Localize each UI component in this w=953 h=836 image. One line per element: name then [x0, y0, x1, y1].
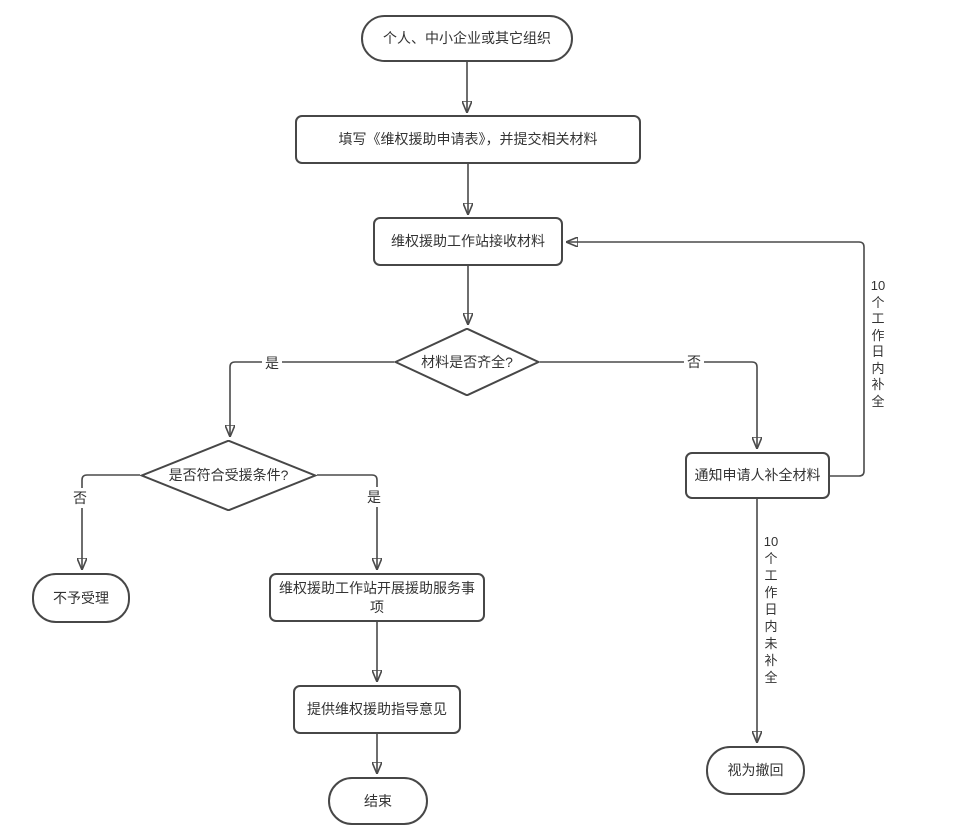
diamond-shape-icon	[394, 328, 540, 396]
node-carry-out-service: 维权援助工作站开展援助服务事项	[269, 573, 485, 622]
node-fill-form-label: 填写《维权援助申请表》，并提交相关材料	[338, 131, 598, 148]
node-fill-form: 填写《维权援助申请表》，并提交相关材料	[295, 115, 641, 164]
node-end: 结束	[328, 777, 428, 825]
node-decision-eligible-label: 是否符合受援条件?	[168, 467, 289, 484]
node-provide-guidance-label: 提供维权援助指导意见	[307, 701, 447, 718]
node-reject-label: 不予受理	[53, 589, 109, 606]
node-decision-materials-complete-label: 材料是否齐全?	[421, 353, 513, 370]
edge-label-not-completed-10-days: 10 个 工 作 日 内 未 补 全	[763, 534, 779, 685]
node-deemed-withdrawn-label: 视为撤回	[727, 762, 784, 779]
connector-eligible-no-to-reject	[82, 474, 140, 570]
node-carry-out-service-label: 维权援助工作站开展援助服务事项	[279, 580, 475, 615]
connector-complete-no-to-notify	[540, 361, 757, 449]
connector-notify-back-to-receive	[566, 242, 865, 477]
node-start-label: 个人、中小企业或其它组织	[383, 30, 551, 47]
connector-complete-yes-to-eligible-check	[230, 361, 394, 437]
node-start: 个人、中小企业或其它组织	[361, 15, 573, 62]
edge-label-eligible-yes: 是	[364, 487, 384, 507]
node-notify-applicant-label: 通知申请人补全材料	[694, 467, 821, 484]
edge-label-eligible-no: 否	[70, 488, 90, 508]
node-deemed-withdrawn: 视为撤回	[706, 746, 805, 795]
node-notify-applicant: 通知申请人补全材料	[685, 452, 830, 499]
edge-label-complete-yes: 是	[262, 353, 282, 373]
node-end-label: 结束	[364, 792, 392, 809]
node-decision-eligible: 是否符合受援条件?	[140, 440, 317, 511]
node-reject: 不予受理	[32, 573, 130, 623]
node-receive-materials-label: 维权援助工作站接收材料	[391, 233, 545, 250]
diamond-shape-icon	[140, 440, 317, 511]
node-provide-guidance: 提供维权援助指导意见	[293, 685, 461, 734]
node-receive-materials: 维权援助工作站接收材料	[373, 217, 563, 266]
edge-label-resubmit-within-10-days: 10 个 工 作 日 内 补 全	[870, 278, 886, 409]
connector-eligible-yes-to-service	[317, 474, 377, 570]
node-decision-materials-complete: 材料是否齐全?	[394, 328, 540, 396]
edge-label-complete-no: 否	[684, 352, 704, 372]
